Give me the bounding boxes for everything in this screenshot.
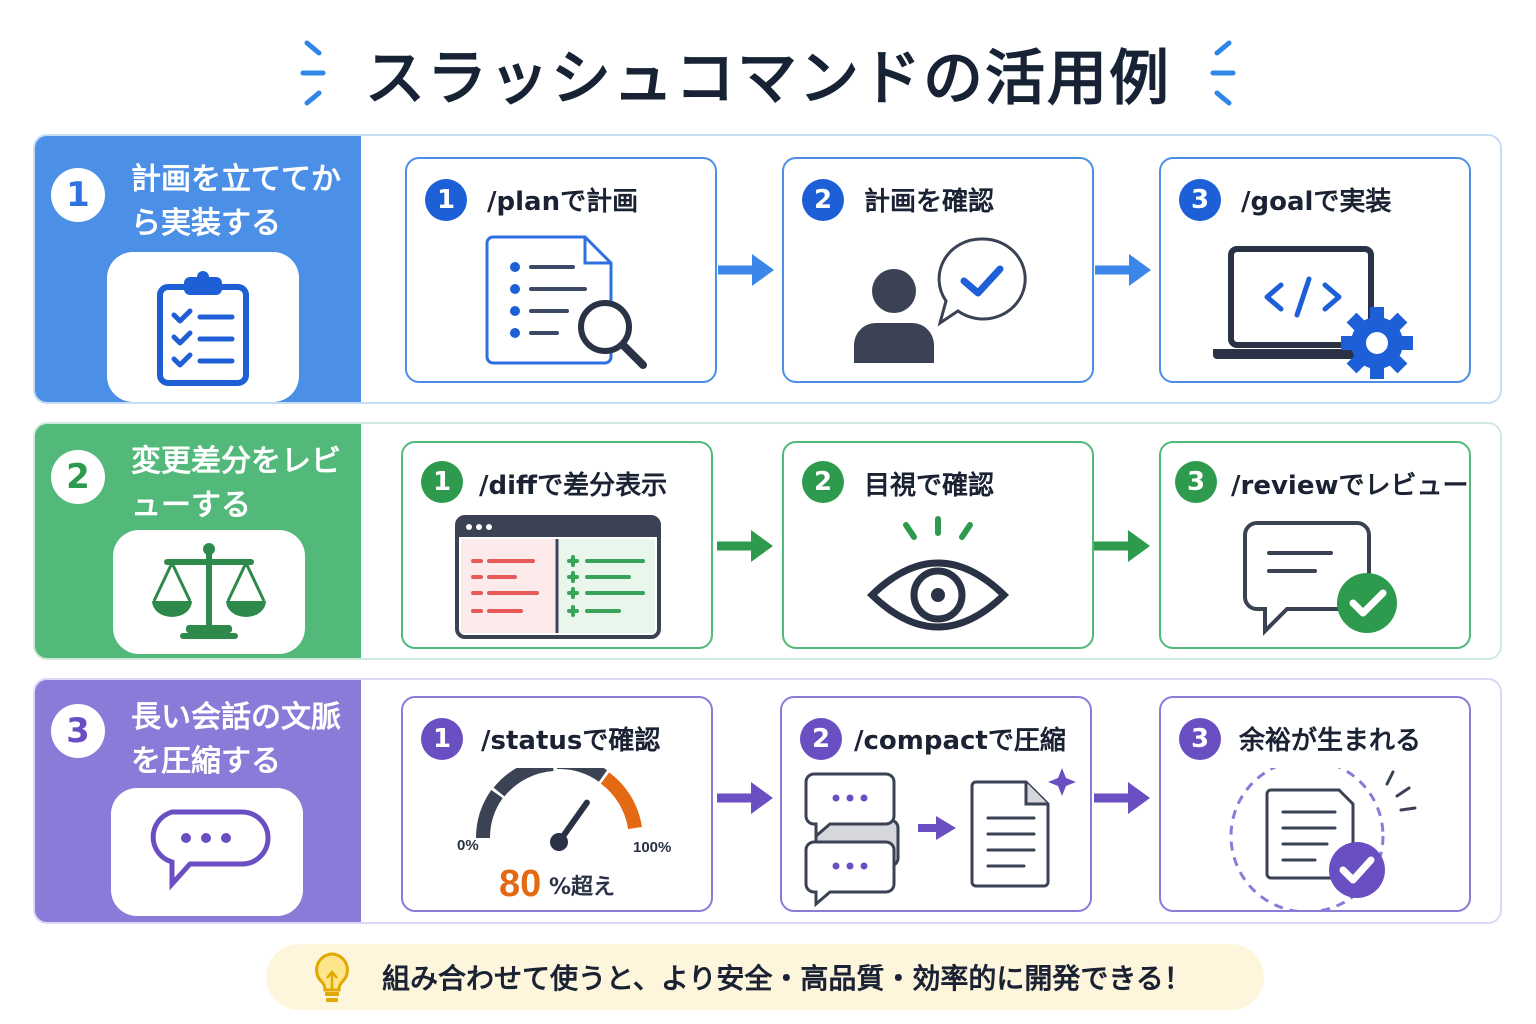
row-number: 3: [51, 704, 105, 758]
step-confirm-plan: 2 計画を確認: [782, 157, 1094, 383]
row-label: 3 長い会話の文脈を圧縮する: [35, 680, 361, 922]
arrow-right-icon: [717, 530, 773, 562]
compress-chat-to-document-icon: [804, 768, 1076, 908]
row-title: 変更差分をレビューする: [131, 444, 341, 523]
step-status: 1 /statusで確認 0% 100% 80 %超え: [401, 696, 713, 912]
row-icon-box: [107, 252, 299, 402]
row-number: 1: [51, 168, 105, 222]
arrow-right-icon: [1094, 530, 1150, 562]
sparkle-left-icon: [300, 40, 326, 106]
step-number: 2: [802, 179, 844, 221]
step-visual-check: 2 目視で確認: [782, 441, 1094, 649]
step-label: 目視で確認: [864, 471, 995, 501]
step-number: 3: [1175, 461, 1217, 503]
document-search-icon: [485, 235, 647, 369]
clipboard-checklist-icon: [157, 271, 249, 386]
diff-window-icon: [455, 515, 661, 639]
arrow-right-icon: [1095, 254, 1151, 286]
step-number: 1: [421, 718, 463, 760]
step-label: /planで計画: [487, 187, 639, 217]
row-title: 計画を立ててから実装する: [131, 162, 341, 241]
arrow-right-icon: [1094, 782, 1150, 814]
step-plan: 1 /planで計画: [405, 157, 717, 383]
step-label: /compactで圧縮: [854, 726, 1066, 756]
step-label: /reviewでレビュー: [1231, 471, 1469, 501]
review-bubble-check-icon: [1243, 521, 1397, 636]
gauge-icon: 0% 100% 80 %超え: [457, 768, 671, 905]
laptop-code-gear-icon: [1213, 246, 1413, 379]
row-number: 2: [51, 450, 105, 504]
gauge-value: 80: [499, 863, 541, 905]
step-number: 1: [425, 179, 467, 221]
gauge-max-label: 100%: [633, 839, 671, 856]
row-icon-box: [113, 530, 305, 654]
step-compact: 2 /compactで圧縮: [780, 696, 1092, 912]
sparkle-right-icon: [1210, 40, 1236, 106]
step-label: /goalで実装: [1241, 187, 1392, 217]
step-number: 2: [802, 461, 844, 503]
arrow-right-icon: [717, 782, 773, 814]
step-number: 1: [421, 461, 463, 503]
person-check-bubble-icon: [854, 237, 1027, 363]
step-number: 2: [800, 718, 842, 760]
tip-banner: 組み合わせて使うと、より安全・高品質・効率的に開発できる！: [266, 944, 1264, 1010]
gauge-suffix: %超え: [549, 875, 615, 900]
step-label: 計画を確認: [864, 187, 995, 217]
scales-icon: [152, 543, 266, 639]
row-label: 1 計画を立ててから実装する: [35, 136, 361, 402]
step-review: 3 /reviewでレビュー: [1159, 441, 1471, 649]
arrow-right-icon: [718, 254, 774, 286]
step-headroom: 3 余裕が生まれる: [1159, 696, 1471, 912]
page-title: スラッシュコマンドの活用例: [365, 43, 1171, 114]
step-number: 3: [1179, 718, 1221, 760]
step-label: /diffで差分表示: [479, 471, 668, 501]
gauge-min-label: 0%: [457, 837, 479, 854]
step-label: 余裕が生まれる: [1239, 726, 1422, 756]
step-label: /statusで確認: [481, 726, 661, 756]
row-icon-box: [111, 788, 303, 916]
lightbulb-icon: [315, 952, 349, 1002]
step-diff: 1 /diffで差分表示: [401, 441, 713, 649]
tip-text: 組み合わせて使うと、より安全・高品質・効率的に開発できる！: [382, 962, 1192, 995]
row-title: 長い会話の文脈を圧縮する: [131, 700, 341, 779]
step-number: 3: [1179, 179, 1221, 221]
step-implement: 3 /goalで実装: [1159, 157, 1471, 383]
chat-bubble-icon: [150, 809, 271, 891]
document-check-circle-icon: [1229, 768, 1417, 910]
eye-icon: [866, 516, 1010, 631]
row-label: 2 変更差分をレビューする: [35, 424, 361, 658]
title-bar: スラッシュコマンドの活用例: [0, 28, 1536, 118]
